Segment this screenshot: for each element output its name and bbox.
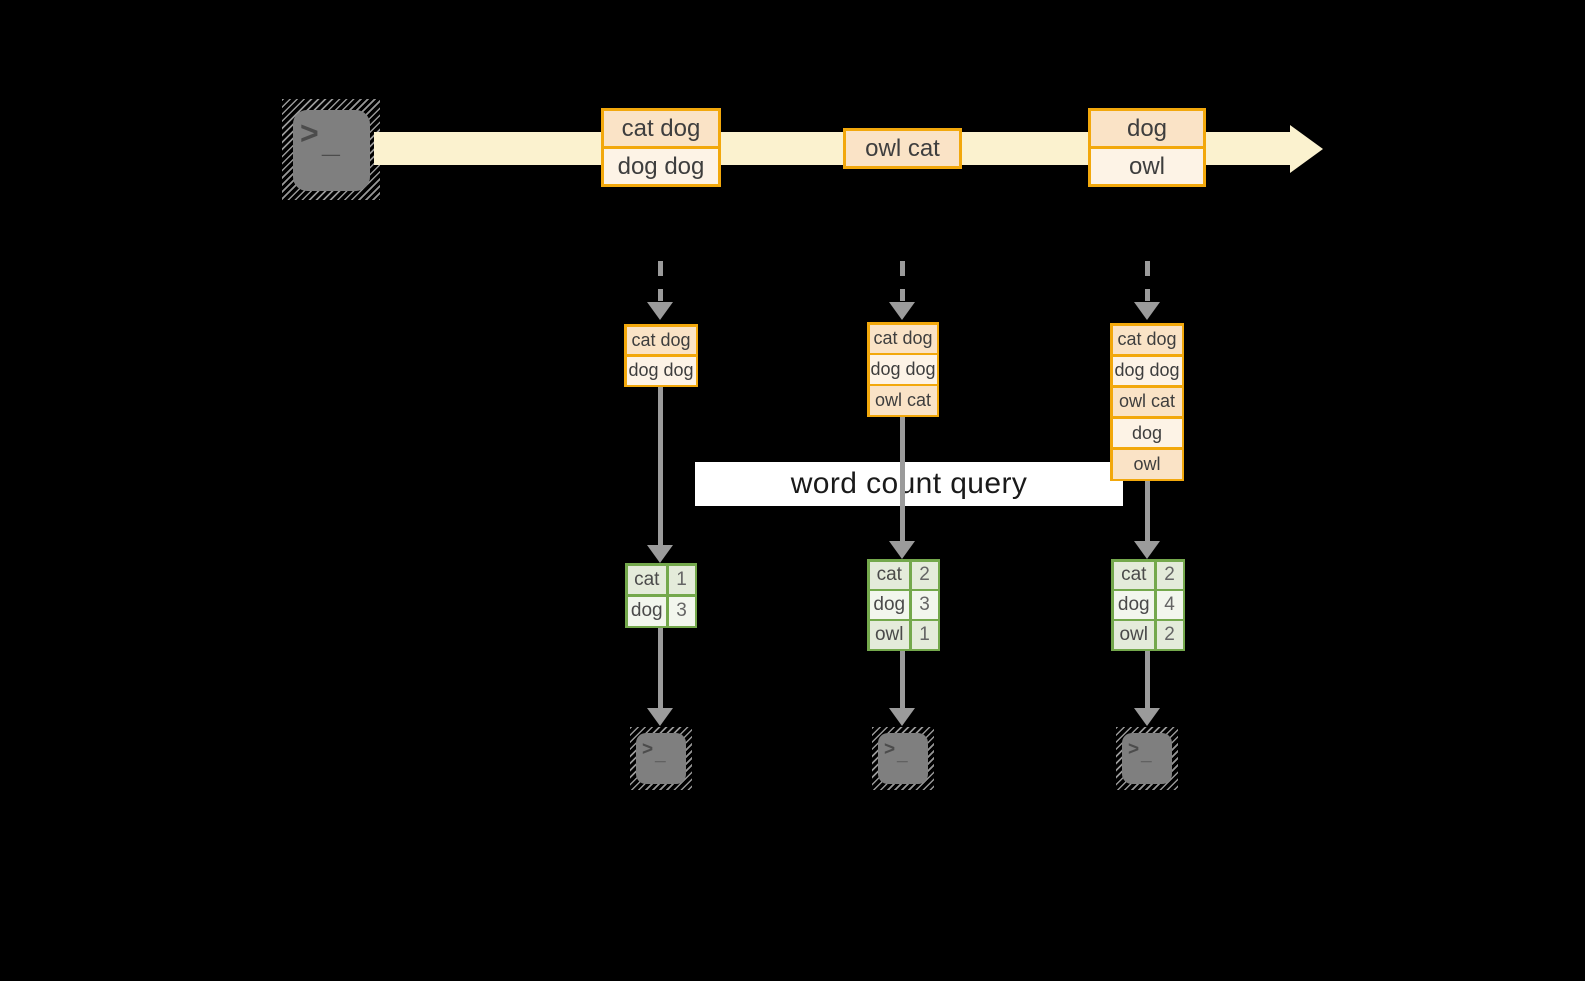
- arrow-counts-to-sink-2: [900, 651, 905, 708]
- dashed-arrow-1: [658, 261, 663, 301]
- micro-batch-3: cat dog dog dog owl cat dog owl: [1110, 323, 1184, 481]
- batch-line: cat dog: [626, 326, 696, 355]
- count-cell: 3: [668, 596, 695, 626]
- wordcount-table-1: cat 1 dog 3: [625, 563, 697, 628]
- batch-line: owl cat: [1112, 387, 1182, 417]
- count-cell: 4: [1156, 591, 1183, 619]
- stream-arrowhead: [1290, 125, 1323, 173]
- batch-line: dog dog: [869, 355, 937, 384]
- event-box-2: owl cat: [843, 128, 962, 169]
- word-cell: cat: [1113, 561, 1154, 589]
- word-cell: cat: [627, 565, 666, 595]
- wordcount-table-3: cat 2 dog 4 owl 2: [1111, 559, 1185, 651]
- event-box-3: dog owl: [1088, 108, 1206, 187]
- terminal-prompt-glyph: >: [300, 115, 319, 151]
- batch-line: dog dog: [1112, 356, 1182, 386]
- terminal-body: [878, 733, 928, 784]
- arrowhead: [889, 541, 915, 559]
- micro-batch-2: cat dog dog dog owl cat: [867, 322, 939, 417]
- event-line: cat dog: [604, 111, 718, 146]
- micro-batch-1: cat dog dog dog: [624, 324, 698, 387]
- terminal-prompt-glyph: >: [1128, 739, 1140, 760]
- terminal-body: [293, 110, 370, 191]
- count-cell: 2: [1156, 621, 1183, 649]
- arrow-counts-to-sink-3: [1145, 651, 1150, 708]
- arrowhead: [647, 545, 673, 563]
- terminal-body: [636, 733, 686, 784]
- terminal-prompt-glyph: >: [642, 739, 654, 760]
- word-cell: dog: [1113, 591, 1154, 619]
- event-line: owl: [1091, 149, 1203, 184]
- arrow-batch-to-counts-1: [658, 387, 663, 545]
- dashed-arrowhead-1: [647, 302, 673, 320]
- arrowhead: [1134, 541, 1160, 559]
- dashed-arrow-2: [900, 261, 905, 301]
- word-cell: cat: [869, 561, 909, 589]
- batch-line: dog dog: [626, 356, 696, 385]
- batch-line: owl cat: [869, 386, 937, 415]
- arrow-batch-to-counts-2: [900, 417, 905, 541]
- arrowhead: [889, 708, 915, 726]
- count-cell: 3: [911, 591, 938, 619]
- batch-line: owl: [1112, 449, 1182, 479]
- query-label: word count query: [790, 467, 1028, 500]
- arrowhead: [647, 708, 673, 726]
- arrow-batch-to-counts-3: [1145, 481, 1150, 541]
- dashed-arrowhead-2: [889, 302, 915, 320]
- arrowhead: [1134, 708, 1160, 726]
- word-cell: owl: [869, 621, 909, 649]
- word-cell: dog: [869, 591, 909, 619]
- batch-line: dog: [1112, 418, 1182, 448]
- event-box-1: cat dog dog dog: [601, 108, 721, 187]
- dashed-arrow-3: [1145, 261, 1150, 301]
- terminal-prompt-glyph: >: [884, 739, 896, 760]
- terminal-cursor-glyph: _: [655, 744, 666, 765]
- count-cell: 2: [911, 561, 938, 589]
- query-band: word count query: [695, 462, 1123, 506]
- batch-line: cat dog: [869, 324, 937, 353]
- batch-line: cat dog: [1112, 325, 1182, 355]
- event-line: owl cat: [846, 131, 959, 166]
- word-cell: dog: [627, 596, 666, 626]
- terminal-cursor-glyph: _: [1141, 744, 1152, 765]
- count-cell: 2: [1156, 561, 1183, 589]
- arrow-counts-to-sink-1: [658, 628, 663, 708]
- event-line: dog: [1091, 111, 1203, 146]
- count-cell: 1: [911, 621, 938, 649]
- terminal-body: [1122, 733, 1172, 784]
- wordcount-table-2: cat 2 dog 3 owl 1: [867, 559, 940, 651]
- count-cell: 1: [668, 565, 695, 595]
- event-line: dog dog: [604, 149, 718, 184]
- terminal-cursor-glyph: _: [897, 744, 908, 765]
- dashed-arrowhead-3: [1134, 302, 1160, 320]
- terminal-cursor-glyph: _: [322, 123, 340, 159]
- word-cell: owl: [1113, 621, 1154, 649]
